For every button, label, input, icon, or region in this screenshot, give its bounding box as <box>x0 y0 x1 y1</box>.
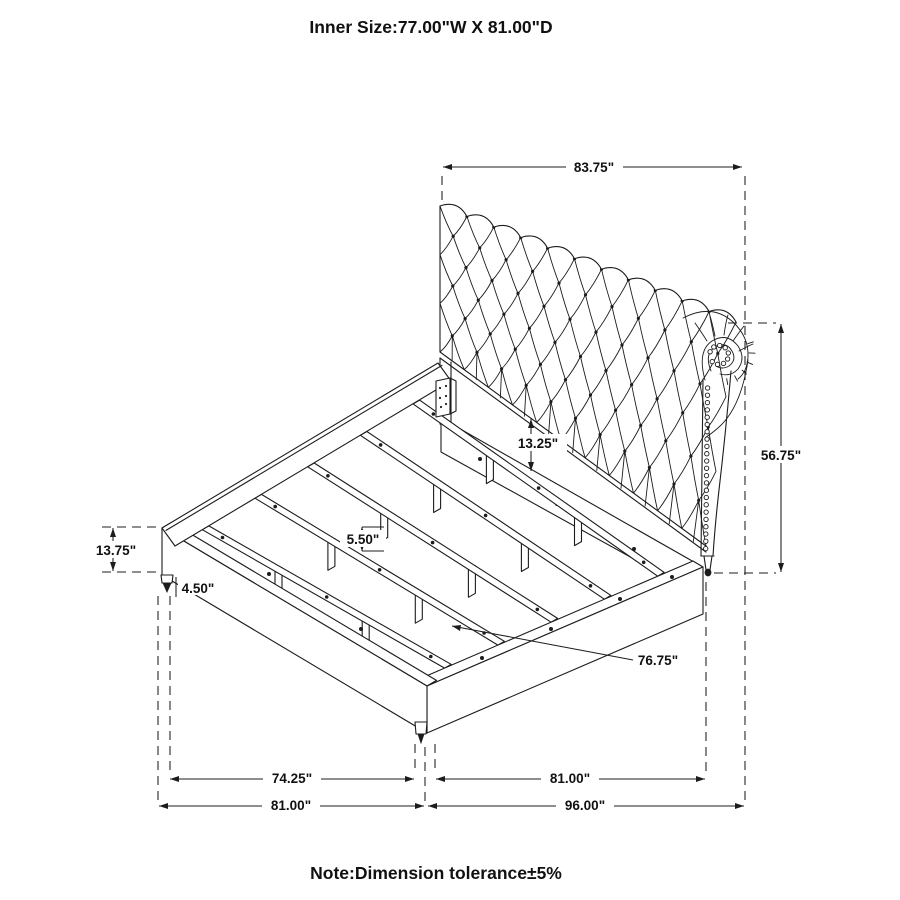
dim-slat-span-width-label: 74.25" <box>272 771 312 786</box>
dim-foot-height: 4.50" <box>175 577 218 597</box>
headboard-bracket <box>435 377 457 418</box>
headboard-scroll <box>682 311 756 557</box>
dim-slat-length-label: 76.75" <box>638 653 678 668</box>
arrow-down-icon <box>778 563 784 572</box>
arrow-left-icon <box>170 776 179 782</box>
arrow-leader-icon <box>452 625 461 631</box>
arrow-right-icon <box>735 803 744 809</box>
headboard-outline <box>439 203 737 353</box>
left-side-rail <box>161 362 452 547</box>
front-rail <box>161 521 438 734</box>
arrow-left-icon <box>428 803 437 809</box>
arrow-up-icon <box>528 419 534 428</box>
dim-side-rail-height: 13.75" <box>87 526 158 573</box>
dim-center-leg-height: 5.50" <box>340 526 386 552</box>
arrow-right-icon <box>405 776 414 782</box>
dim-frame-outer-width: 81.00" <box>436 770 705 786</box>
arrow-right-icon <box>415 803 424 809</box>
headboard-tufting <box>440 205 737 547</box>
arrow-left-icon <box>159 803 168 809</box>
dim-foot-height-label: 4.50" <box>182 581 215 596</box>
dim-side-rail-height-label: 13.75" <box>96 543 136 558</box>
dim-center-leg-height-label: 5.50" <box>347 532 380 547</box>
dim-slat-span-width: 74.25" <box>157 582 707 801</box>
nailhead-trim-icon <box>703 342 731 552</box>
arrow-up-icon <box>778 324 784 333</box>
dim-headboard-to-slats-label: 13.25" <box>518 436 558 451</box>
arrow-left-icon <box>436 776 445 782</box>
arrow-down-icon <box>528 462 534 471</box>
dim-frame-outer-width-label: 81.00" <box>550 771 590 786</box>
dim-headboard-height: 56.75" <box>714 322 810 574</box>
dim-slat-length: 76.75" <box>451 625 678 668</box>
arrow-down-icon <box>110 562 116 571</box>
right-side-rail <box>416 560 704 734</box>
dim-headboard-to-slats: 13.25" <box>509 419 567 471</box>
dim-overall-depth: 96.00" <box>428 797 744 813</box>
tolerance-note: Note:Dimension tolerance±5% <box>310 863 562 883</box>
feet <box>160 555 713 745</box>
arrow-left-icon <box>443 164 452 170</box>
slat-assembly <box>201 399 665 669</box>
arrow-right-icon <box>733 164 742 170</box>
dim-frame-inner-depth-label: 81.00" <box>271 798 311 813</box>
dim-overall-depth-label: 96.00" <box>565 798 605 813</box>
bed-drawing <box>160 203 756 745</box>
arrow-up-icon <box>110 528 116 537</box>
dim-headboard-width: 83.75" <box>441 158 746 800</box>
page-title: Inner Size:77.00"W X 81.00"D <box>309 17 552 37</box>
dim-headboard-height-label: 56.75" <box>761 448 801 463</box>
dim-headboard-width-label: 83.75" <box>574 160 614 175</box>
dim-frame-inner-depth: 81.00" <box>159 797 424 813</box>
arrow-right-icon <box>696 776 705 782</box>
